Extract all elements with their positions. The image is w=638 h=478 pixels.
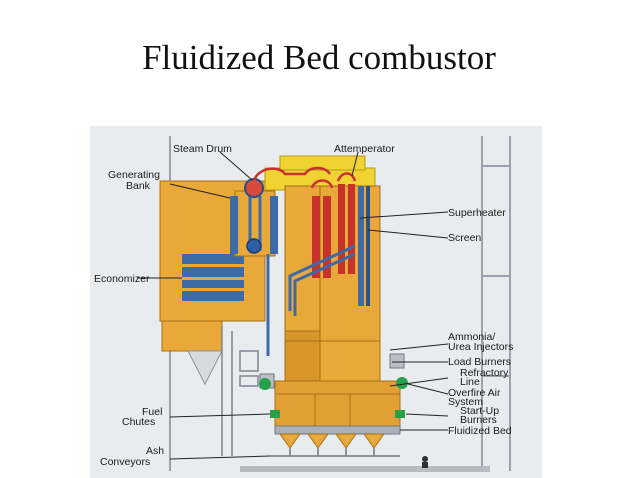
boiler-diagram: Steam Drum Attemperator Generating Bank … [90,126,542,478]
superheater [310,172,357,278]
label-ash-line2: Conveyors [100,456,150,468]
leader-lines [137,151,449,460]
label-load-burners: Load Burners [448,356,511,368]
label-overfire-line1: Overfire Air [448,387,501,399]
label-steam-drum: Steam Drum [173,143,232,155]
label-superheater: Superheater [448,207,506,219]
nose-arch [288,244,356,316]
label-startup-line1: Start-Up [460,405,499,417]
label-overfire-line2: System [448,396,483,408]
label-fuel-chutes-line1: Fuel [142,406,162,418]
attemperator [252,166,332,181]
label-ammonia-line1: Ammonia/ [448,331,495,343]
label-generating-bank-line2: Bank [126,180,151,192]
start-up-burners [270,410,405,418]
label-economizer: Economizer [94,273,150,285]
overfire-air [259,377,408,390]
label-fuel-chutes-line2: Chutes [122,416,155,428]
mud-drum [246,238,262,254]
ash-conveyors [270,448,400,457]
steam-drum [244,178,264,198]
fluidized-bed [274,425,401,449]
refractory-line [275,340,400,431]
economizer-tubes [182,254,244,301]
label-ash-line1: Ash [146,445,164,457]
label-screen: Screen [448,232,481,244]
slide-title: Fluidized Bed combustor [142,38,496,77]
label-attemperator: Attemperator [334,143,395,155]
person-silhouette [422,456,428,468]
label-startup-line2: Burners [460,414,497,426]
label-ammonia-line2: Urea Injectors [448,341,513,353]
label-refractory-line1: Refractory [460,367,509,379]
label-generating-bank-line1: Generating [108,169,160,181]
left-piping [221,326,259,456]
boiler-roof [264,155,376,191]
screen-tubes [358,186,370,306]
label-fluidized-bed: Fluidized Bed [448,425,512,437]
label-refractory-line2: Line [460,376,480,388]
ground [240,466,490,472]
